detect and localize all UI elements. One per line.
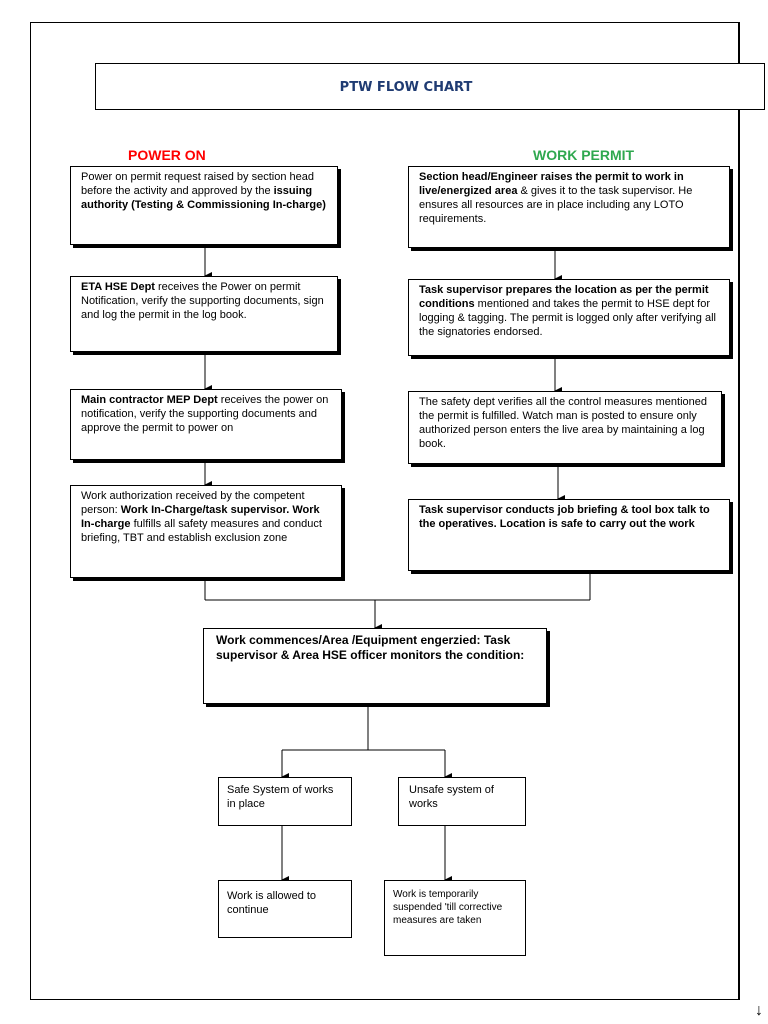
step-text: Work is allowed to continue bbox=[227, 890, 317, 916]
step-text: & gives it to the task supervisor. He en… bbox=[419, 185, 693, 225]
work-permit-step-3: The safety dept verifies all the control… bbox=[408, 391, 722, 464]
page-frame bbox=[30, 22, 738, 1000]
down-arrow-icon: ↓ bbox=[755, 1002, 763, 1019]
heading-power-on: POWER ON bbox=[128, 147, 206, 163]
work-permit-step-2: Task supervisor prepares the location as… bbox=[408, 279, 730, 356]
heading-work-permit: WORK PERMIT bbox=[533, 147, 635, 163]
page-title: PTW FLOW CHART bbox=[339, 80, 473, 95]
branch-unsafe-system: Unsafe system of works bbox=[398, 777, 526, 826]
outcome-work-suspended: Work is temporarily suspended 'till corr… bbox=[384, 880, 526, 956]
power-on-step-2: ETA HSE Dept receives the Power on permi… bbox=[70, 276, 338, 352]
step-text-bold: Task supervisor prepares the location as… bbox=[419, 284, 709, 310]
power-on-step-1: Power on permit request raised by sectio… bbox=[70, 166, 338, 245]
power-on-step-4: Work authorization received by the compe… bbox=[70, 485, 342, 578]
step-text: Work commences/Area /Equipment engerzied… bbox=[216, 633, 525, 662]
step-text-bold: Work In-Charge/task supervisor. Work In-… bbox=[81, 504, 320, 530]
step-text-bold: ETA HSE Dept bbox=[81, 281, 155, 293]
outcome-work-continues: Work is allowed to continue bbox=[218, 880, 352, 938]
step-text: Work is temporarily suspended 'till corr… bbox=[393, 889, 503, 926]
step-text: mentioned and takes the permit to HSE de… bbox=[419, 298, 716, 338]
step-text-bold: Main contractor MEP Dept bbox=[81, 394, 218, 406]
work-permit-step-1: Section head/Engineer raises the permit … bbox=[408, 166, 730, 248]
step-text-bold: issuing authority (Testing & Commissioni… bbox=[81, 185, 326, 211]
step-text-bold: Task supervisor conducts job briefing & … bbox=[419, 504, 710, 530]
work-permit-step-4: Task supervisor conducts job briefing & … bbox=[408, 499, 730, 571]
step-text-bold: Section head/Engineer raises the permit … bbox=[419, 171, 684, 197]
page-frame-right-edge bbox=[738, 22, 740, 1000]
branch-safe-system: Safe System of works in place bbox=[218, 777, 352, 826]
work-commences-step: Work commences/Area /Equipment engerzied… bbox=[203, 628, 547, 704]
step-text: receives the Power on permit Notificatio… bbox=[81, 281, 324, 321]
title-box: PTW FLOW CHART bbox=[95, 63, 765, 110]
step-text: Safe System of works in place bbox=[227, 784, 334, 810]
step-text: Power on permit request raised by sectio… bbox=[81, 171, 314, 197]
step-text: Work authorization received by the compe… bbox=[81, 490, 305, 516]
step-text: receives the power on notification, veri… bbox=[81, 394, 329, 434]
step-text: The safety dept verifies all the control… bbox=[419, 396, 707, 450]
step-text: Unsafe system of works bbox=[409, 784, 494, 810]
step-text: fulfills all safety measures and conduct… bbox=[81, 518, 322, 544]
power-on-step-3: Main contractor MEP Dept receives the po… bbox=[70, 389, 342, 460]
